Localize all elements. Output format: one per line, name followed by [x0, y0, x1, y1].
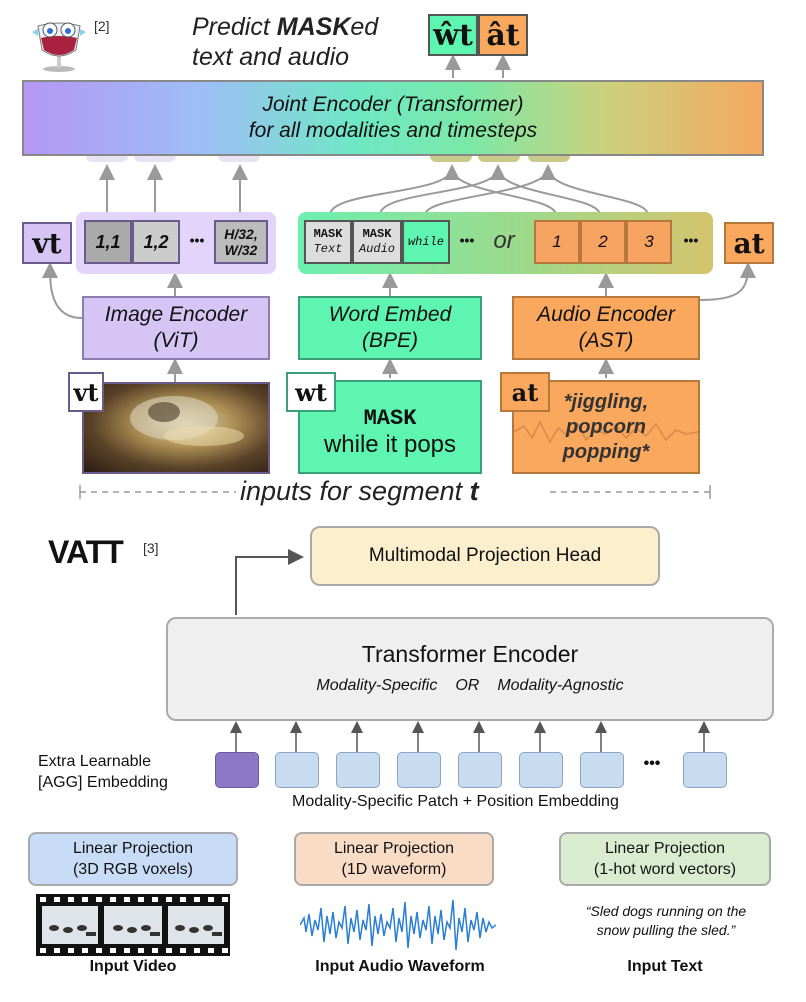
transformer-title: Transformer Encoder: [361, 641, 579, 667]
audio-token-ellipsis: •••: [683, 232, 699, 248]
joint-output-stub: [134, 152, 176, 162]
projection-head: Multimodal Projection Head: [310, 526, 660, 586]
while-token: while: [402, 220, 450, 264]
audio-token: 3: [626, 220, 672, 264]
audio-token: 1: [534, 220, 580, 264]
agg-embedding: [215, 752, 259, 788]
patch-embedding: [397, 752, 441, 788]
image-token: 1,1: [84, 220, 132, 264]
v-input-label: vt: [68, 372, 104, 412]
image-token-ellipsis: •••: [189, 232, 205, 248]
transformer-subtitle: Modality-Specific OR Modality-Agnostic: [168, 677, 772, 695]
joint-output-stub: [218, 152, 260, 162]
patch-embedding: [580, 752, 624, 788]
joint-output-stub: [430, 152, 472, 162]
video-frame-image: [82, 382, 270, 474]
linear-projection-text: Linear Projection (1-hot word vectors): [559, 832, 771, 886]
image-token-last: H/32, W/32: [214, 220, 268, 264]
joint-encoder: Joint Encoder (Transformer) for all moda…: [22, 80, 764, 156]
transformer-sub-2: Modality-Agnostic: [497, 677, 624, 694]
mask-text-label: MASK: [313, 227, 343, 241]
mask-text-sub: Text: [313, 242, 343, 256]
input-video-label: Input Video: [89, 958, 177, 975]
video-film-strip: [36, 894, 230, 956]
linear-projection-audio: Linear Projection (1D waveform): [294, 832, 494, 886]
input-text-quote: “Sled dogs running on the snow pulling t…: [585, 903, 747, 938]
word-embed: Word Embed (BPE): [298, 296, 482, 360]
text-token-ellipsis: •••: [459, 232, 475, 248]
patch-ellipsis: •••: [643, 755, 661, 772]
audio-waveform-image: [299, 896, 497, 954]
transformer-sub-or: OR: [455, 677, 480, 694]
joint-output-stub: [528, 152, 570, 162]
patch-embedding: [275, 752, 319, 788]
text-input-phrase: while it pops: [323, 430, 457, 458]
patch-embedding: [458, 752, 502, 788]
linear-projection-video: Linear Projection (3D RGB voxels): [28, 832, 238, 886]
predict-masked: MASK: [276, 13, 351, 41]
a-input-label: at: [500, 372, 550, 412]
joint-output-stub: [478, 152, 520, 162]
segment-label: inputs for segment t: [240, 476, 479, 507]
v-token: vt: [22, 222, 72, 264]
or-label: or: [493, 227, 515, 254]
mask-audio-label: MASK: [362, 227, 392, 241]
w-hat-output: ŵt: [428, 14, 478, 56]
audio-input-waveform: [514, 420, 698, 444]
audio-encoder: Audio Encoder (AST): [512, 296, 700, 360]
predict-caption: Predict MASKed text and audio: [192, 12, 378, 72]
vatt-title: VATT: [48, 534, 124, 570]
w-input-label: wt: [286, 372, 336, 412]
a-hat-output: ât: [478, 14, 528, 56]
joint-output-stub: [86, 152, 128, 162]
vatt-ref: [3]: [143, 540, 159, 556]
patch-label: Modality-Specific Patch + Position Embed…: [292, 793, 619, 810]
audio-input-text: *jiggling, popcorn popping*: [562, 390, 650, 463]
text-input-mask: MASK: [363, 405, 417, 431]
predict-text-2: text and audio: [192, 43, 350, 71]
segment-label-t: t: [469, 476, 479, 506]
mask-audio-token: MASK Audio: [352, 220, 402, 264]
a-token: at: [724, 222, 774, 264]
transformer-encoder: Transformer Encoder Modality-Specific OR…: [166, 617, 774, 721]
joint-encoder-line2: for all modalities and timesteps: [248, 119, 538, 142]
mask-text-token: MASK Text: [304, 220, 352, 264]
image-encoder: Image Encoder (ViT): [82, 296, 270, 360]
predict-text-1: Predict: [192, 13, 277, 41]
audio-token: 2: [580, 220, 626, 264]
image-token: 1,2: [132, 220, 180, 264]
segment-label-text: inputs for segment: [240, 476, 470, 506]
input-audio-label: Input Audio Waveform: [315, 958, 485, 975]
mask-audio-sub: Audio: [358, 242, 395, 256]
predict-text-ed: ed: [350, 13, 379, 41]
patch-embedding: [519, 752, 563, 788]
mascot-logo: [24, 12, 94, 72]
input-text-label: Input Text: [627, 958, 703, 975]
patch-embedding: [683, 752, 727, 788]
patch-embedding: [336, 752, 380, 788]
transformer-sub-1: Modality-Specific: [316, 677, 438, 694]
joint-encoder-line1: Joint Encoder (Transformer): [262, 93, 524, 116]
merlot-ref: [2]: [94, 18, 110, 34]
agg-label: Extra Learnable [AGG] Embedding: [38, 753, 168, 791]
